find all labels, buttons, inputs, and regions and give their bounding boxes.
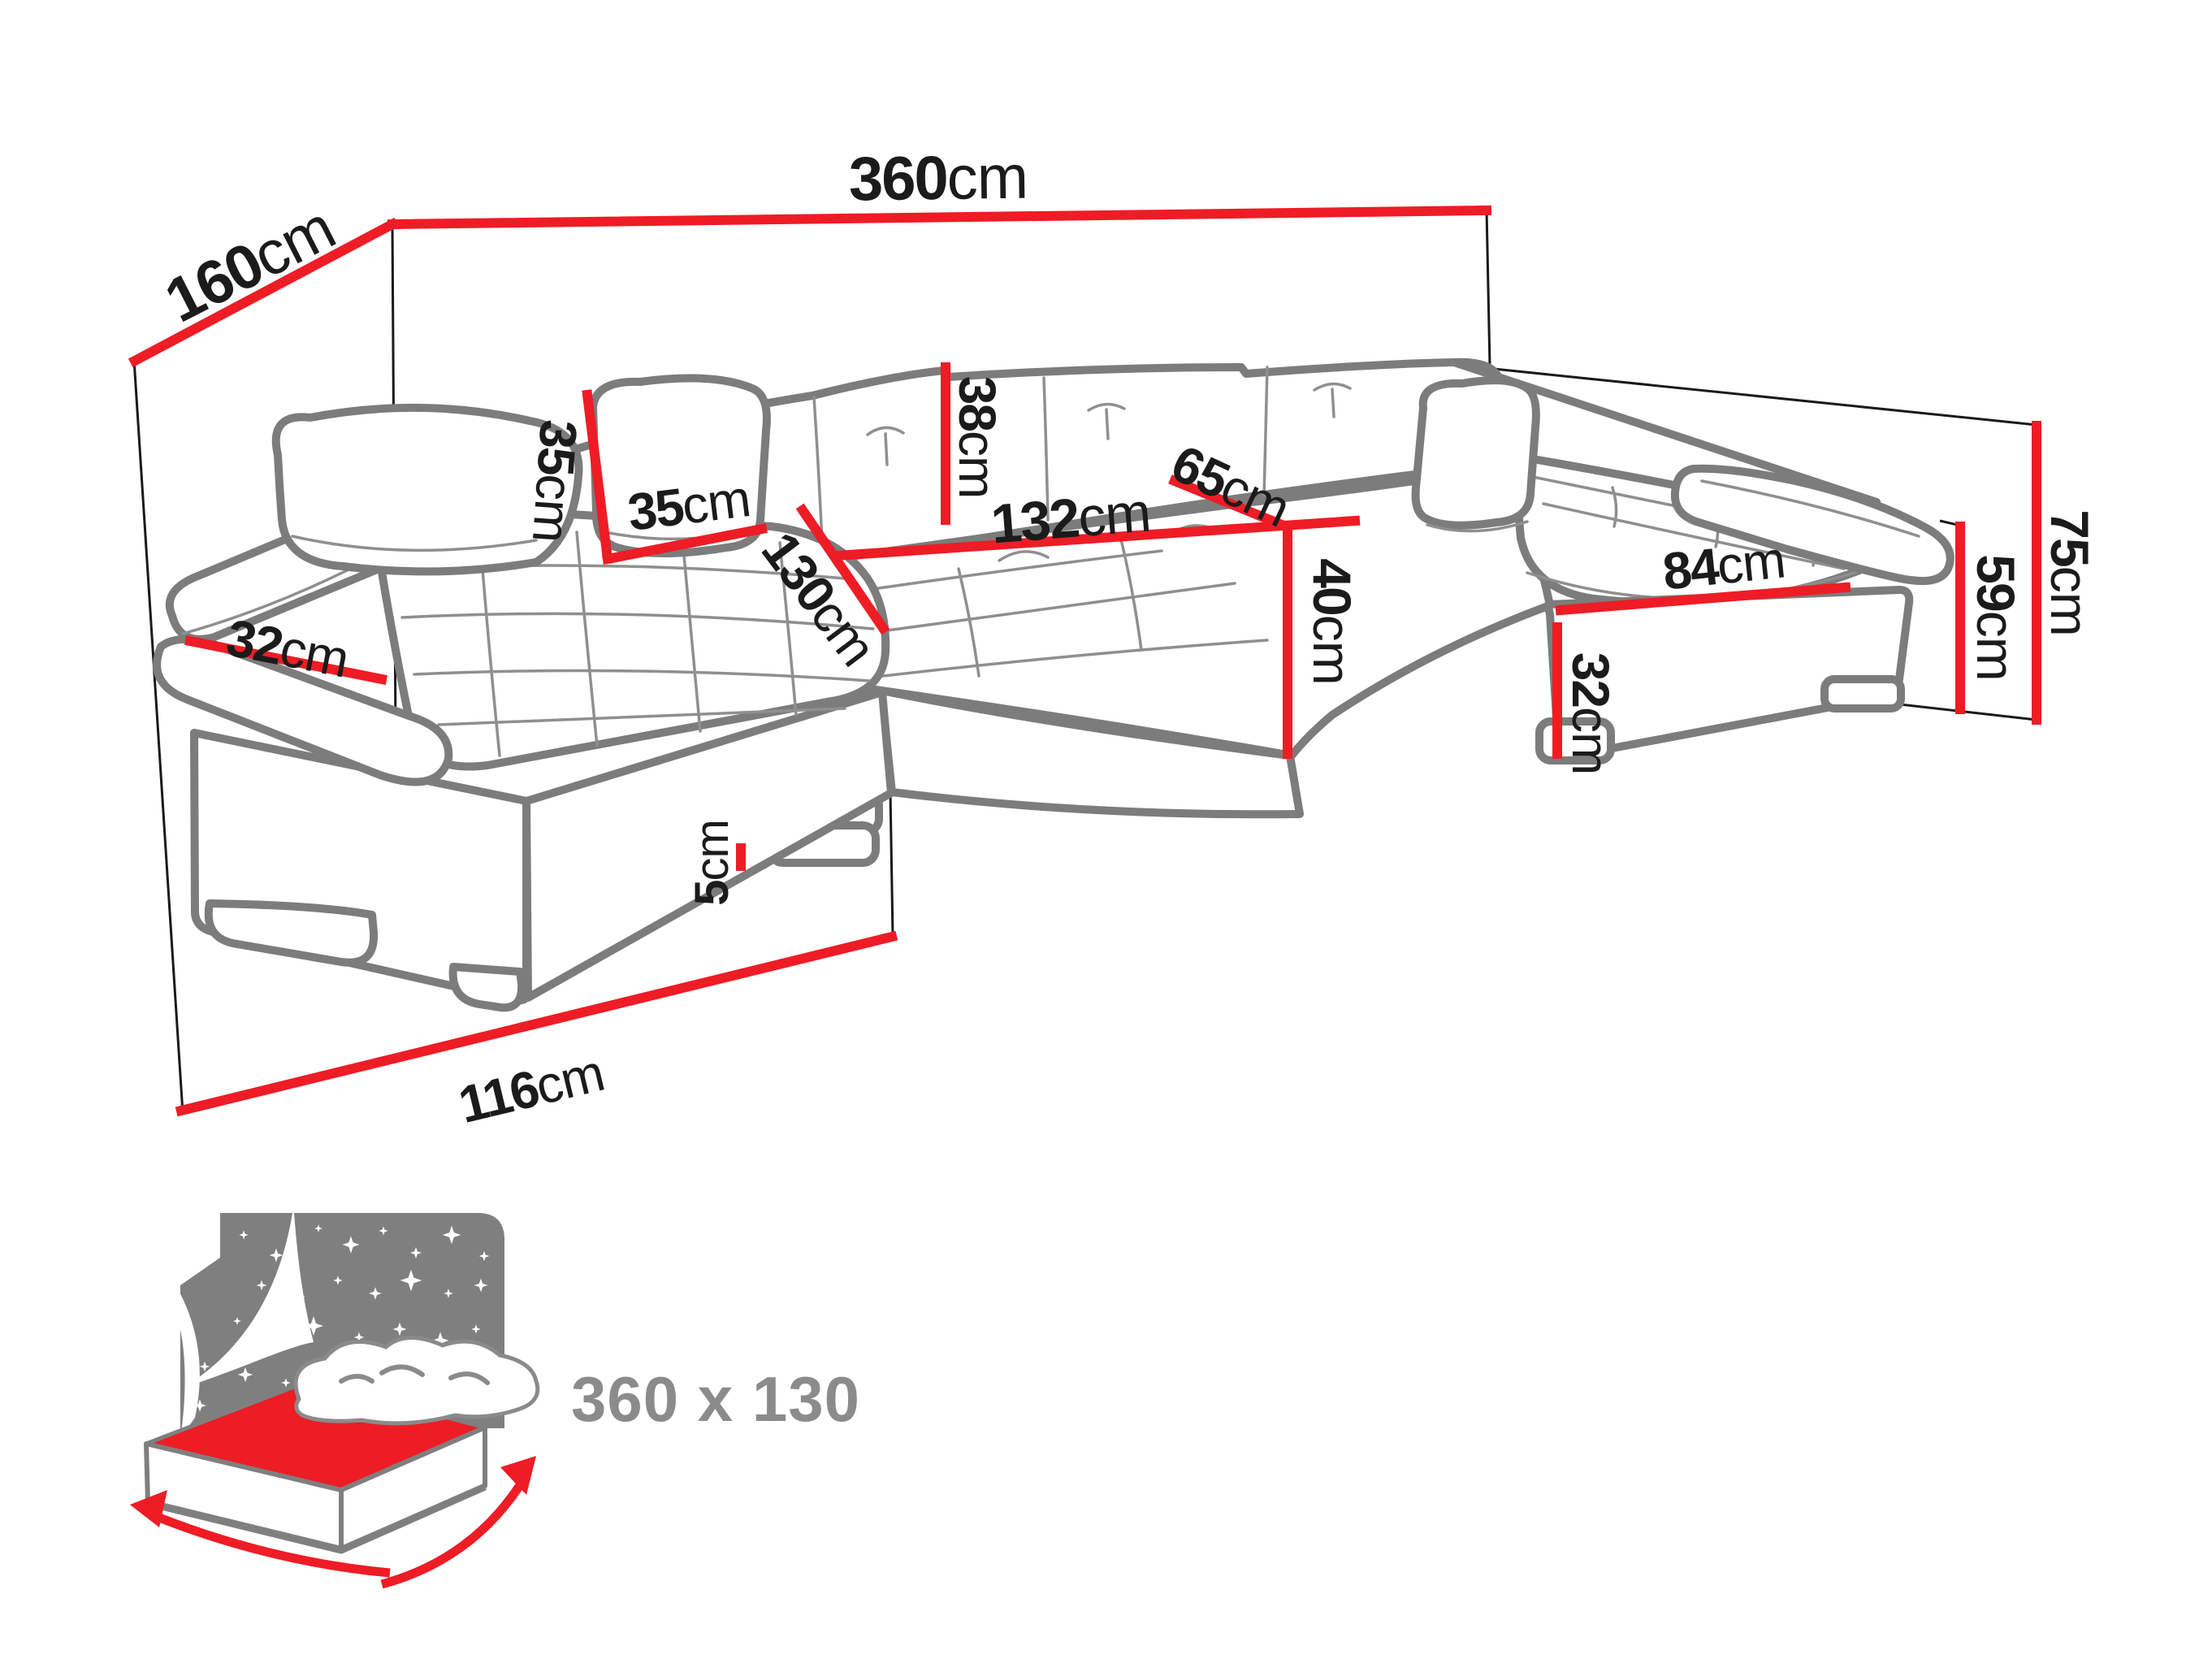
- sofa-pillow-left-back: [271, 403, 583, 576]
- bed-with-starry-night-icon: [130, 1213, 540, 1589]
- dim-leg-height-label: 5cm: [686, 820, 738, 906]
- sofa-pillow-right: [1411, 376, 1540, 533]
- sofa-pillow-left-front: [589, 374, 771, 557]
- dimension-lines: [128, 205, 2041, 1117]
- dim-pillow-height-line: [582, 389, 613, 565]
- dim-armrest-height-label: 59cm: [1966, 554, 2026, 681]
- dim-armrest-width-line: [184, 635, 388, 686]
- bed-size-arrows: [130, 1456, 536, 1589]
- dim-pillow-width-line: [601, 522, 768, 565]
- dim-center-seat-length-label: 132cm: [989, 481, 1153, 556]
- dim-left-chaise-length-line: [175, 930, 898, 1117]
- dim-left-chaise-width-line: [795, 503, 890, 635]
- dim-seat-depth-line: [1168, 474, 1292, 533]
- bed-pillows: [293, 1336, 540, 1426]
- dim-backrest-height-label: 38cm: [948, 375, 1006, 499]
- dim-center-seat-length-line: [831, 515, 1361, 561]
- dim-total-width-line: [387, 205, 1492, 230]
- dim-seat-height-label: 40cm: [1302, 558, 1362, 685]
- sofa-line-art: [153, 357, 1954, 1012]
- dim-total-depth-line: [128, 217, 400, 368]
- dim-right-seat-length-label: 84cm: [1660, 530, 1788, 601]
- sofa-left-base: [190, 688, 895, 1012]
- stars: [193, 1224, 500, 1419]
- sofa-right-armrest: [1670, 464, 1954, 585]
- dim-right-base-height-label: 32cm: [1561, 652, 1620, 775]
- sleeping-size-label: 360 x 130: [571, 1363, 861, 1435]
- dim-total-width-label: 360cm: [848, 142, 1028, 214]
- dim-total-height-label: 75cm: [2040, 509, 2100, 636]
- dim-pillow-width-label: 35cm: [624, 469, 754, 542]
- dim-right-seat-length-line: [1555, 582, 1851, 616]
- dim-pillow-height-label: 35cm: [521, 418, 589, 544]
